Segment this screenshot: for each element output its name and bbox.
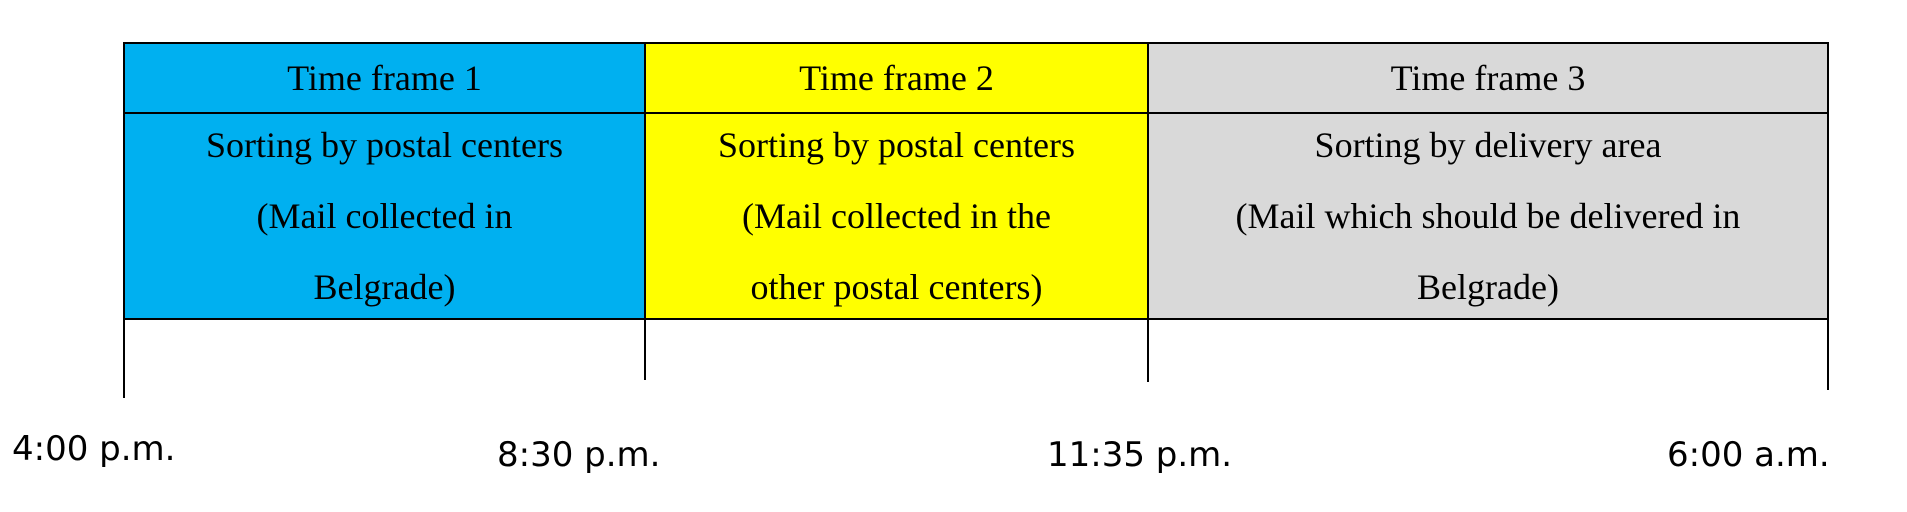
time-frame-2-line-2: (Mail collected in the (742, 195, 1051, 236)
time-frame-2: Time frame 2 Sorting by postal centers (… (644, 42, 1149, 320)
time-frame-1-line-3: Belgrade) (313, 266, 456, 307)
time-frame-2-line-3: other postal centers) (750, 266, 1043, 307)
timeline-axis (123, 318, 1829, 320)
time-frame-3-title: Time frame 3 (1149, 44, 1827, 114)
time-frame-2-description: Sorting by postal centers (Mail collecte… (646, 114, 1147, 318)
time-frame-3: Time frame 3 Sorting by delivery area (M… (1147, 42, 1829, 320)
time-frame-1-description: Sorting by postal centers (Mail collecte… (125, 114, 644, 318)
time-frame-3-description: Sorting by delivery area (Mail which sho… (1149, 114, 1827, 318)
timeline-tick-end (1827, 318, 1829, 390)
time-frame-2-line-1: Sorting by postal centers (718, 124, 1075, 165)
timeline-tick-2 (644, 318, 646, 380)
time-frame-2-title: Time frame 2 (646, 44, 1147, 114)
time-label-end: 6:00 a.m. (1667, 435, 1830, 475)
time-frame-3-line-1: Sorting by delivery area (1314, 124, 1662, 165)
time-frame-1-line-2: (Mail collected in (256, 195, 513, 236)
timeline-tick-3 (1147, 318, 1149, 382)
time-frame-1-title: Time frame 1 (125, 44, 644, 114)
time-label-start: 4:00 p.m. (12, 429, 176, 469)
time-label-2: 8:30 p.m. (497, 435, 661, 475)
time-label-3: 11:35 p.m. (1047, 435, 1233, 475)
time-frame-3-line-2: (Mail which should be delivered in (1235, 195, 1741, 236)
time-frame-1: Time frame 1 Sorting by postal centers (… (123, 42, 646, 320)
timeline-tick-start (123, 318, 125, 398)
time-frame-3-line-3: Belgrade) (1417, 266, 1559, 307)
time-frame-1-line-1: Sorting by postal centers (206, 124, 563, 165)
